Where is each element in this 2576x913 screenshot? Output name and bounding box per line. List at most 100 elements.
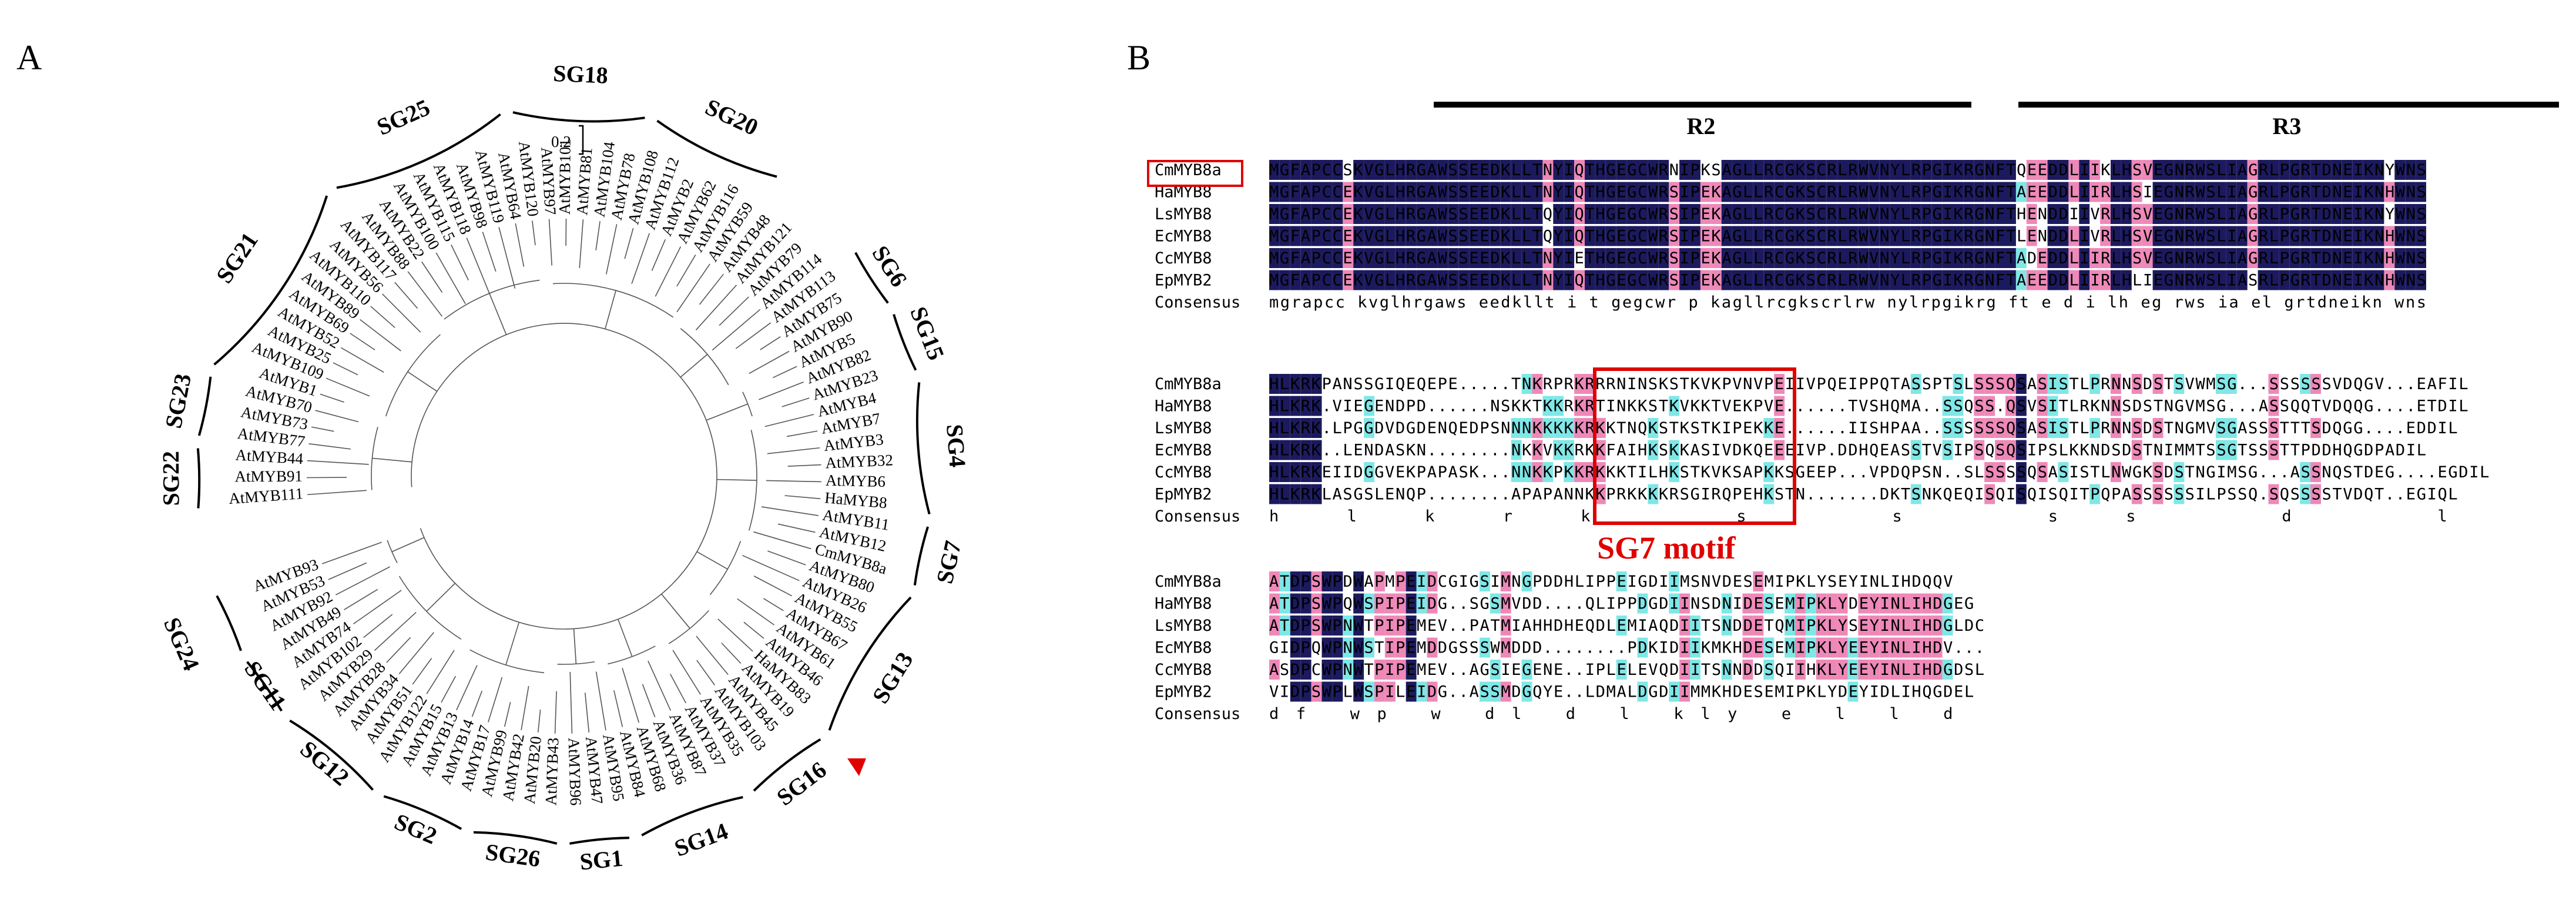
residue-shade: [1490, 660, 1501, 680]
residue-shade: [1521, 681, 1532, 702]
residue-shade: [1585, 160, 1595, 180]
residue-shade: [2289, 226, 2300, 246]
residue-shade: [1658, 248, 1669, 268]
tree-branch: [398, 632, 434, 674]
residue-shade: [2037, 462, 2048, 482]
residue-shade: [1753, 270, 1764, 290]
residue-shade: [2047, 396, 2058, 416]
residue-shade: [1890, 226, 1900, 246]
residue-shade: [1364, 637, 1374, 658]
residue-shade: [1785, 226, 1795, 246]
residue-shade: [2111, 418, 2121, 438]
residue-shade: [2226, 204, 2237, 224]
residue-shade: [1500, 204, 1511, 224]
tree-branch: [696, 636, 729, 675]
residue-shade: [1332, 182, 1343, 202]
subgroup-label: SG13: [867, 647, 918, 708]
residue-shade: [1500, 248, 1511, 268]
residue-shade: [2089, 484, 2101, 504]
residue-shade: [2100, 204, 2111, 224]
residue-shade: [1290, 248, 1301, 268]
alignment-row-name: Consensus: [1155, 293, 1240, 312]
residue-shade: [1942, 226, 1953, 246]
residue-shade: [1343, 248, 1354, 268]
residue-shade: [2058, 462, 2069, 482]
alignment-row-sequence: HLKRKEIIDGGVEKPAPASK...NNKKPKKRKKKTILHKS…: [1269, 463, 2489, 481]
residue-shade: [1974, 160, 1985, 180]
subgroup-arc: [656, 119, 777, 178]
residue-shade: [1753, 616, 1764, 636]
residue-shade: [2226, 226, 2237, 246]
residue-shade: [1553, 248, 1564, 268]
residue-shade: [1321, 681, 1333, 702]
residue-shade: [1585, 418, 1595, 438]
residue-shade: [1648, 248, 1659, 268]
residue-shade: [1721, 660, 1732, 680]
residue-shade: [1416, 182, 1427, 202]
tree-leaf-label: AtMYB101: [556, 139, 574, 215]
residue-shade: [2163, 270, 2174, 290]
alignment-row-sequence: ATDPSWPNWTPIPEMEV..PATMIAHHDHEQDLEMIAQDI…: [1269, 617, 1984, 635]
tree-clade-arc: [385, 334, 441, 417]
tree-clade-arc: [709, 540, 742, 596]
residue-shade: [2005, 248, 2016, 268]
residue-shade: [1900, 204, 1911, 224]
residue-shade: [1942, 248, 1953, 268]
residue-shade: [1427, 182, 1438, 202]
residue-shade: [1795, 226, 1806, 246]
subgroup-arc: [854, 252, 889, 304]
residue-shade: [1290, 637, 1301, 658]
residue-shade: [1837, 593, 1848, 614]
residue-shade: [1542, 160, 1554, 180]
residue-shade: [1721, 270, 1732, 290]
residue-shade: [1890, 160, 1900, 180]
residue-shade: [2279, 204, 2290, 224]
residue-shade: [1343, 616, 1354, 636]
residue-shade: [1290, 374, 1301, 394]
residue-shade: [1679, 248, 1690, 268]
tree-branch: [488, 677, 503, 723]
residue-shade: [2037, 418, 2048, 438]
residue-shade: [2005, 374, 2016, 394]
residue-shade: [1406, 160, 1417, 180]
residue-shade: [2321, 204, 2332, 224]
residue-shade: [1300, 571, 1312, 591]
tree-branch: [606, 224, 618, 275]
residue-shade: [1321, 571, 1333, 591]
residue-shade: [2363, 270, 2374, 290]
residue-shade: [1795, 660, 1806, 680]
subgroup-arc: [383, 795, 462, 830]
residue-shade: [2131, 440, 2142, 460]
residue-shade: [1869, 637, 1880, 658]
residue-shade: [1564, 226, 1575, 246]
residue-shade: [1279, 248, 1290, 268]
alignment-row-sequence: MGFAPCCEKVGLHRGAWSSEEDKLLTQYIQTHGEGCWRSI…: [1269, 228, 2426, 246]
tree-branch: [307, 490, 367, 496]
residue-shade: [1648, 182, 1659, 202]
residue-shade: [2405, 204, 2416, 224]
residue-shade: [1921, 204, 1932, 224]
residue-shade: [1311, 396, 1322, 416]
residue-shade: [1742, 593, 1753, 614]
residue-shade: [1742, 637, 1753, 658]
residue-shade: [1753, 182, 1764, 202]
alignment-row-name: HaMYB8: [1155, 397, 1212, 416]
residue-shade: [1826, 593, 1837, 614]
tree-branch: [753, 531, 811, 550]
residue-shade: [1269, 374, 1280, 394]
residue-shade: [1984, 204, 1995, 224]
residue-shade: [1553, 182, 1564, 202]
residue-shade: [1511, 270, 1522, 290]
residue-shade: [2384, 226, 2395, 246]
residue-shade: [2352, 160, 2363, 180]
residue-shade: [1837, 616, 1848, 636]
tree-branch: [426, 650, 455, 694]
residue-shade: [2111, 396, 2121, 416]
residue-shade: [2142, 248, 2153, 268]
residue-shade: [1710, 226, 1722, 246]
residue-shade: [1710, 182, 1722, 202]
tree-branch: [622, 668, 640, 723]
residue-shade: [1805, 248, 1816, 268]
residue-shade: [1974, 440, 1985, 460]
residue-shade: [2321, 160, 2332, 180]
